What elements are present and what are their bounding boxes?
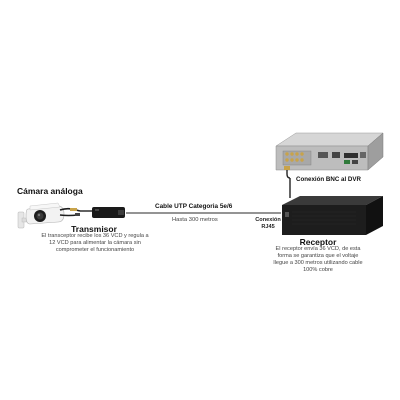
bnc-label: Conexión BNC al DVR bbox=[296, 176, 361, 183]
rj45-label-line: RJ45 bbox=[261, 223, 275, 230]
receiver-description: El receptor envía 36 VCD, de esta forma … bbox=[258, 246, 378, 274]
transmitter-description: El transceptor recibe los 36 VCD y regul… bbox=[30, 233, 160, 254]
cable-distance: Hasta 300 metros bbox=[172, 217, 218, 223]
receiver-description-line: llegue a 300 metros utilizando cable bbox=[273, 260, 363, 266]
transmitter-device bbox=[80, 207, 125, 218]
camera-title: Cámara análoga bbox=[17, 186, 83, 196]
camera-device bbox=[17, 202, 65, 229]
rj45-label-line: Conexión bbox=[255, 217, 281, 223]
cable-title: Cable UTP Categoria 5e/6 bbox=[155, 203, 233, 210]
transmitter-description-line: El transceptor recibe los 36 VCD y regul… bbox=[41, 233, 149, 239]
dvr-device bbox=[275, 132, 384, 171]
transmitter-description-line: 12 VCD para alimentar la cámara sin bbox=[49, 240, 141, 246]
receiver-title: Receptor bbox=[299, 237, 337, 247]
bnc-cable bbox=[286, 166, 291, 179]
rj45-label: Conexión RJ45 bbox=[249, 217, 287, 230]
transmitter-title: Transmisor bbox=[71, 224, 117, 234]
receiver-description-line: 100% cobre bbox=[303, 267, 333, 273]
transmitter-description-line: comprometer el funcionamiento bbox=[55, 247, 135, 253]
receiver-device bbox=[282, 196, 383, 235]
receiver-description-line: El receptor envía 36 VCD, de esta bbox=[275, 246, 361, 252]
receiver-description-line: forma se garantiza que el voltaje bbox=[277, 253, 359, 259]
